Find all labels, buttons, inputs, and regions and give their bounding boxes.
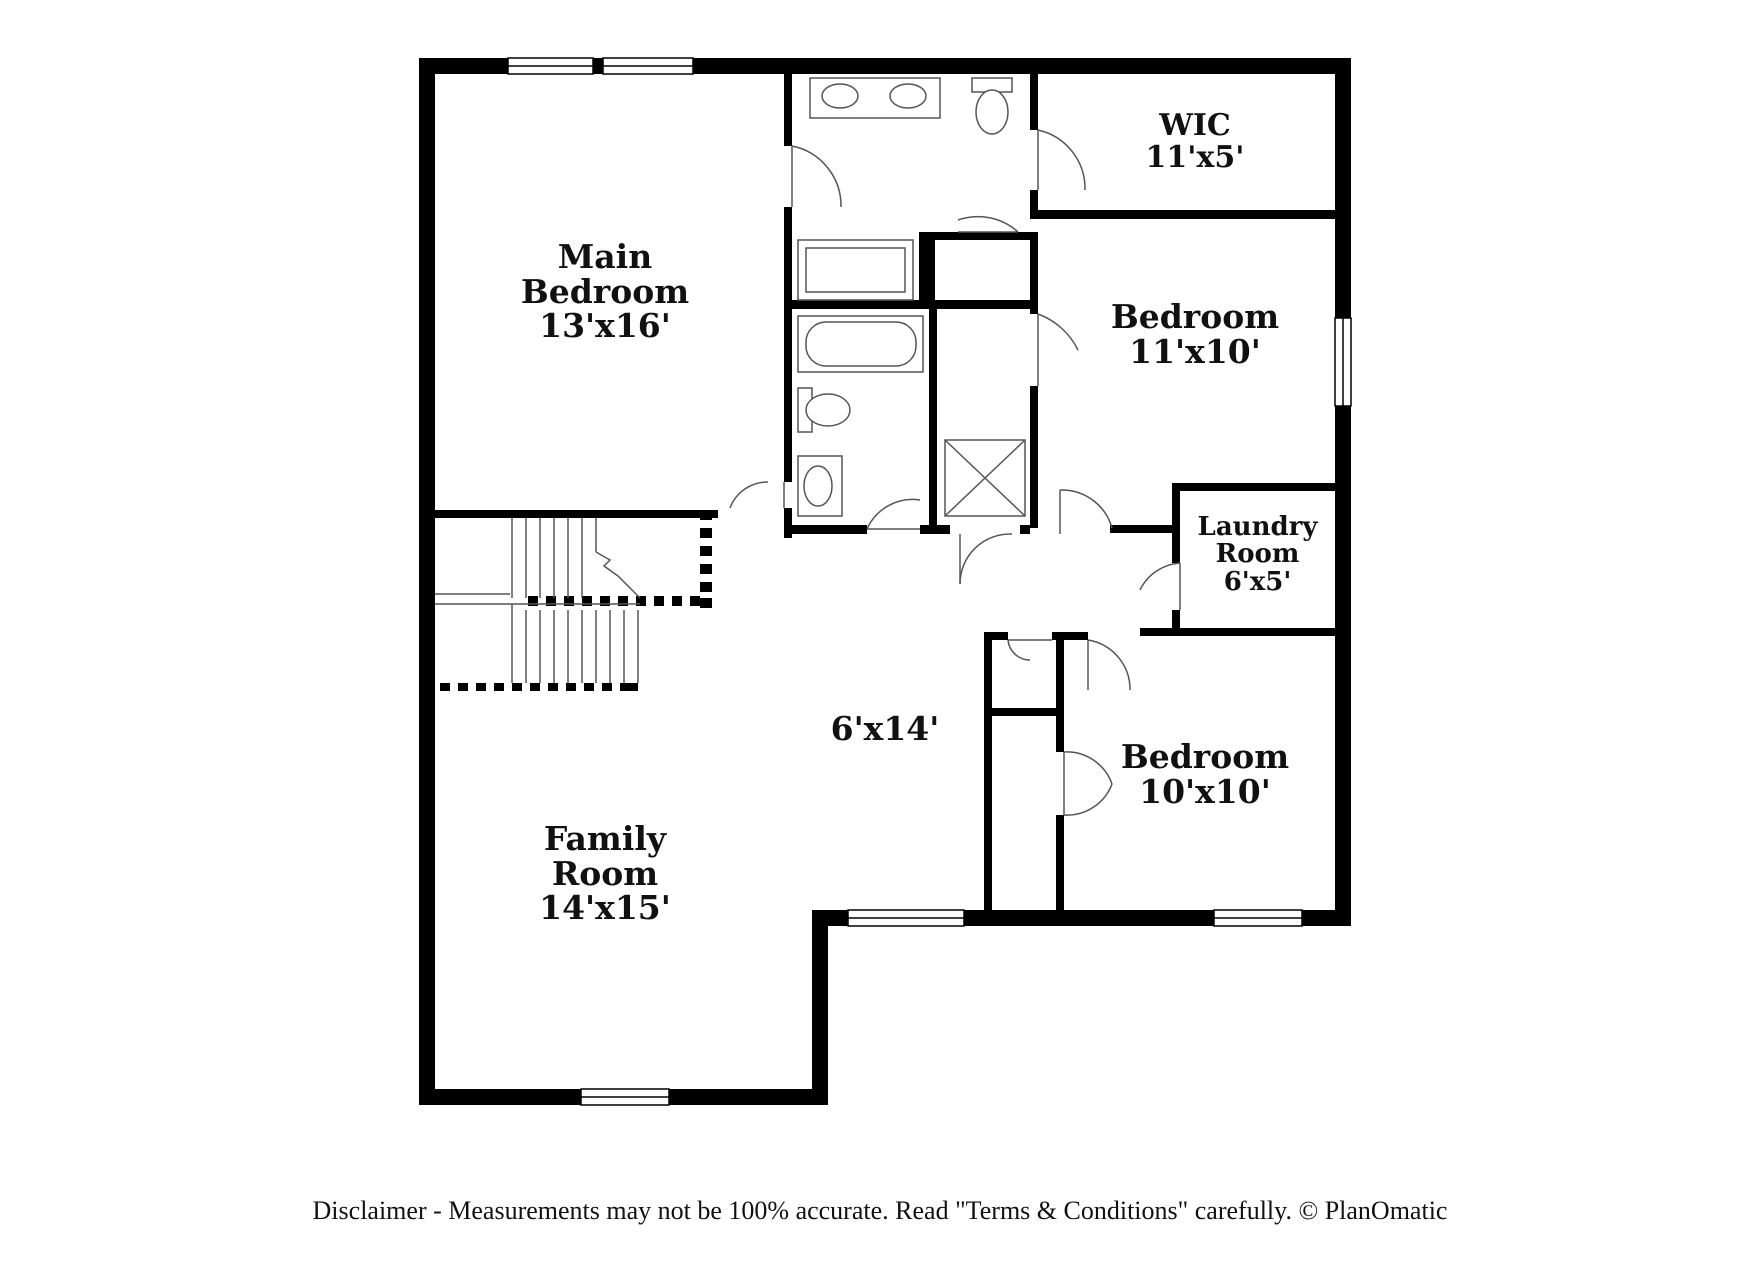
stair-railing bbox=[440, 510, 712, 691]
bedroom-3-label: Bedroom 10'x10' bbox=[1100, 737, 1310, 811]
wic-size: 11'x5' bbox=[1145, 139, 1245, 175]
laundry-room-label: Laundry Room 6'x5' bbox=[1180, 512, 1335, 597]
hallway-size: 6'x14' bbox=[830, 709, 940, 748]
main-bedroom-line2: Bedroom bbox=[520, 271, 690, 311]
family-room-line1: Family bbox=[543, 819, 667, 858]
windows bbox=[507, 57, 1352, 1106]
family-room-line2: Room bbox=[551, 853, 659, 893]
family-room-label: Family Room 14'x15' bbox=[505, 819, 705, 928]
staircase bbox=[435, 518, 641, 683]
bathroom-fixtures bbox=[797, 77, 1026, 517]
laundry-size: 6'x5' bbox=[1223, 566, 1292, 597]
wic-line1: WIC bbox=[1159, 108, 1231, 143]
hallway-label: 6'x14' bbox=[810, 709, 960, 748]
wic-label: WIC 11'x5' bbox=[1120, 110, 1270, 173]
bedroom-3-line1: Bedroom bbox=[1120, 737, 1290, 776]
bedroom-2-size: 11'x10' bbox=[1129, 331, 1261, 371]
bedroom-2-line1: Bedroom bbox=[1110, 297, 1280, 336]
main-bedroom-line1: Main bbox=[557, 237, 653, 276]
main-bedroom-size: 13'x16' bbox=[539, 306, 671, 346]
family-room-size: 14'x15' bbox=[539, 888, 671, 928]
disclaimer-text: Disclaimer - Measurements may not be 100… bbox=[312, 1196, 1448, 1225]
laundry-line2: Room bbox=[1215, 539, 1300, 570]
interior-walls bbox=[435, 74, 1335, 910]
bedroom-3-size: 10'x10' bbox=[1139, 771, 1271, 811]
main-bedroom-label: Main Bedroom 13'x16' bbox=[500, 237, 710, 346]
bedroom-2-label: Bedroom 11'x10' bbox=[1090, 297, 1300, 371]
doors bbox=[729, 129, 1181, 816]
laundry-line1: Laundry bbox=[1197, 512, 1318, 542]
